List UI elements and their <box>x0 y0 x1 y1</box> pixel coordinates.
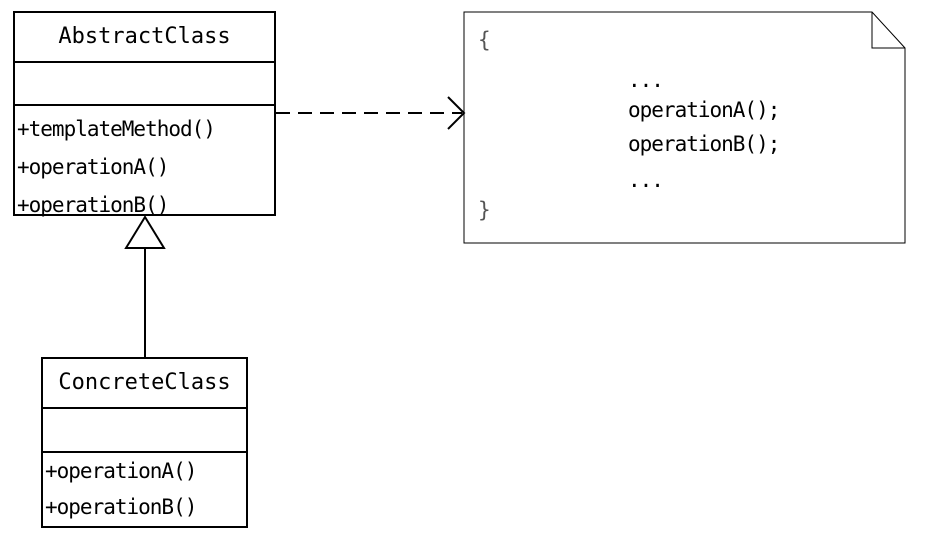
concrete-class-operations: +operationA() +operationB() <box>43 453 246 525</box>
concrete-class-box[interactable]: ConcreteClass +operationA() +operationB(… <box>41 357 248 528</box>
operation-template-method: +templateMethod() <box>17 117 216 141</box>
abstract-class-name: AbstractClass <box>15 13 274 63</box>
abstract-class-operations: +templateMethod() +operationA() +operati… <box>15 106 274 224</box>
inheritance-triangle <box>124 215 166 249</box>
operation-a: +operationA() <box>17 155 169 179</box>
abstract-class-attributes <box>15 63 274 106</box>
operation-b: +operationB() <box>17 193 169 217</box>
note-fold <box>871 12 905 49</box>
note-close-brace: } <box>478 198 491 222</box>
abstract-class-box[interactable]: AbstractClass +templateMethod() +operati… <box>13 11 276 217</box>
note-call-operation-b: operationB(); <box>628 132 780 156</box>
note-ellipsis-bottom: ... <box>628 168 664 192</box>
note-shape <box>463 11 906 244</box>
concrete-class-attributes <box>43 409 246 453</box>
note-open-brace: { <box>478 28 491 52</box>
note-call-operation-a: operationA(); <box>628 98 780 122</box>
operation-b: +operationB() <box>45 495 197 519</box>
note-ellipsis-top: ... <box>628 68 664 92</box>
concrete-class-name: ConcreteClass <box>43 359 246 409</box>
dependency-arrowhead <box>447 96 466 130</box>
operation-a: +operationA() <box>45 459 197 483</box>
